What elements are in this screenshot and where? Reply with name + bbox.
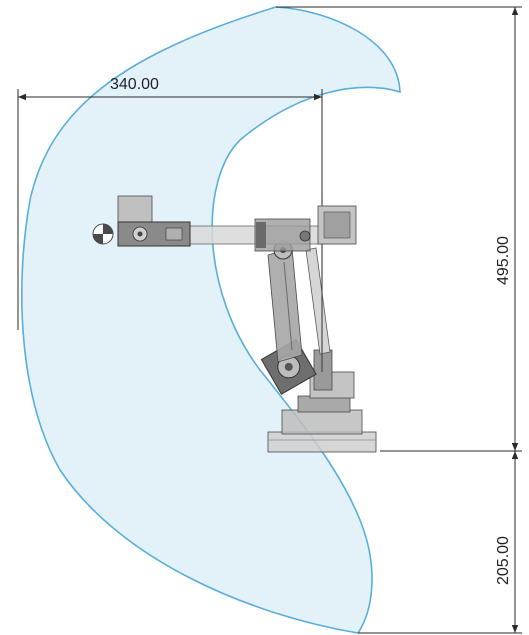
dimension-depth-label: 205.00 bbox=[495, 536, 512, 585]
robot-shoulder-servo bbox=[260, 338, 317, 395]
robot-base-plate bbox=[267, 431, 377, 453]
dimension-depth bbox=[358, 451, 522, 634]
dimension-height-label: 495.00 bbox=[495, 236, 512, 285]
robot-wrist-servo bbox=[117, 195, 153, 227]
dimension-reach-label: 340.00 bbox=[110, 76, 159, 93]
dimension-height bbox=[276, 6, 522, 452]
robot-lower-arm bbox=[267, 247, 303, 363]
robot-linkage bbox=[305, 247, 331, 355]
workspace-envelope bbox=[21, 6, 401, 634]
robot-arm bbox=[92, 188, 377, 453]
robot-base-turntable bbox=[281, 409, 363, 435]
